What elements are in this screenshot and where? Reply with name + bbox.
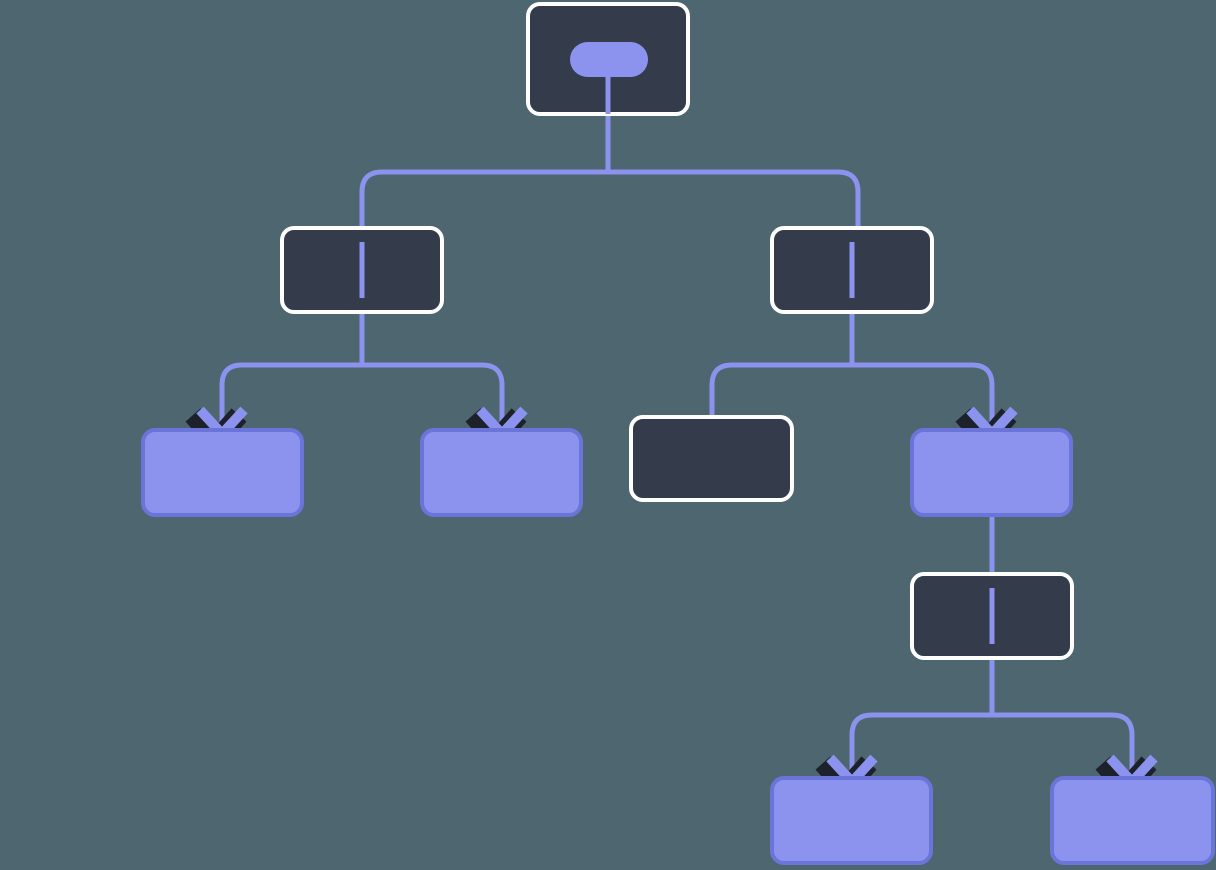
node-l2-b[interactable]: [420, 428, 583, 517]
edge-l1right-to-children: [709, 362, 995, 430]
node-l2-a[interactable]: [141, 428, 304, 517]
node-l3-a[interactable]: [910, 572, 1074, 660]
node-l2-d-box[interactable]: [910, 428, 1073, 517]
node-l2-a-box[interactable]: [141, 428, 304, 517]
node-l4-a-box[interactable]: [770, 776, 933, 865]
node-l2-d[interactable]: [910, 428, 1073, 517]
node-l2-c-box[interactable]: [629, 415, 794, 502]
node-l2-c[interactable]: [629, 415, 794, 502]
node-l2-b-box[interactable]: [420, 428, 583, 517]
edge-l3a-to-children: [849, 712, 1135, 778]
node-root[interactable]: [526, 2, 690, 116]
edge-root-to-level1: [359, 169, 861, 312]
node-root-pill-marker: [570, 42, 648, 77]
node-l1-right[interactable]: [770, 226, 934, 314]
node-l1-left[interactable]: [280, 226, 444, 314]
node-l4-b[interactable]: [1050, 776, 1215, 865]
node-l4-a[interactable]: [770, 776, 933, 865]
node-l4-b-box[interactable]: [1050, 776, 1215, 865]
edge-l1left-to-children: [219, 362, 505, 430]
connector-layer: [219, 77, 1135, 778]
